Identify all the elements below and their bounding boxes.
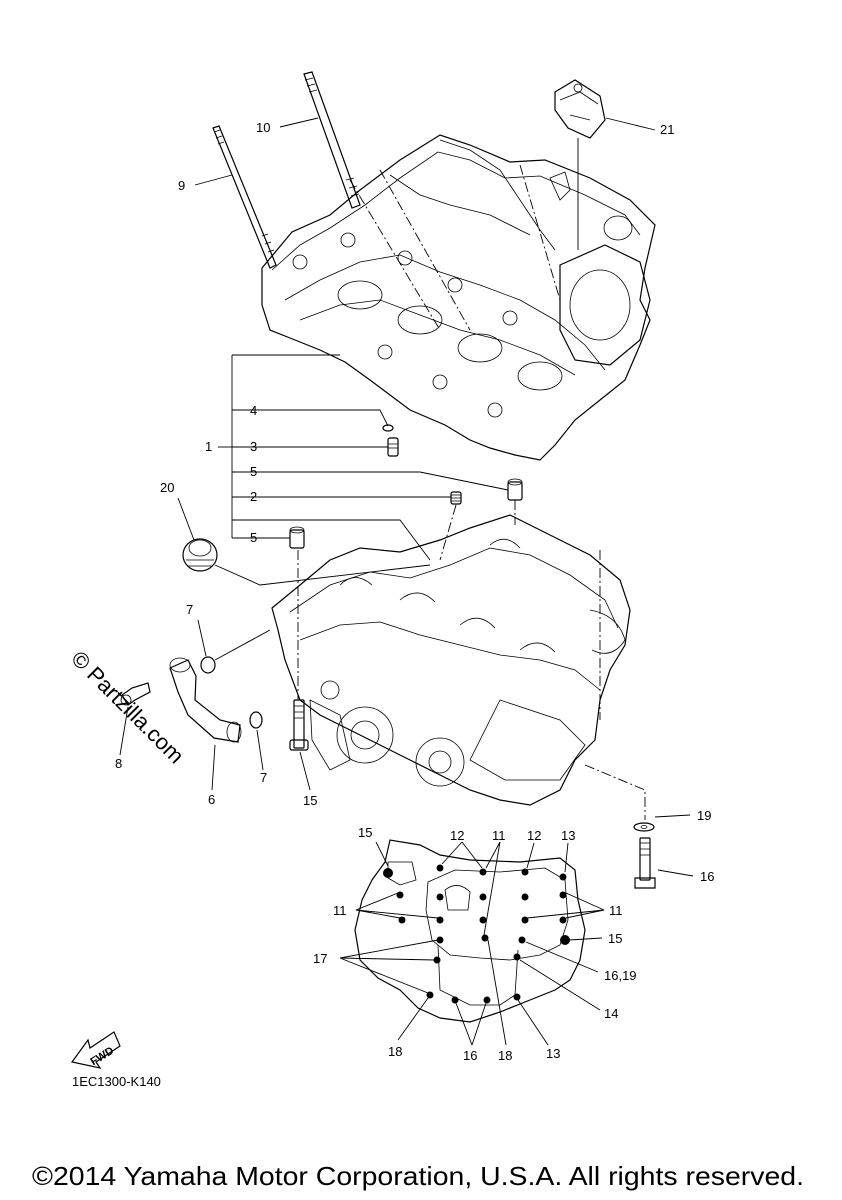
partzilla-watermark: © Partzilla.com <box>66 646 189 769</box>
dowel-5-lower <box>289 526 305 549</box>
dowel-2 <box>450 491 462 505</box>
callout-5-lower: 5 <box>250 530 257 545</box>
callout-20: 20 <box>160 480 174 495</box>
callout-15-bottom-right: 15 <box>608 931 622 946</box>
lower-crankcase <box>271 514 631 806</box>
callout-16-bottom: 16 <box>463 1048 477 1063</box>
callout-7-upper: 7 <box>186 602 193 617</box>
callout-8: 8 <box>115 756 122 771</box>
callout-13-top: 13 <box>561 828 575 843</box>
washer-19 <box>633 822 655 832</box>
callout-21: 21 <box>660 122 674 137</box>
callout-16-19: 16,19 <box>604 968 637 983</box>
stud-bolt-9 <box>212 125 277 269</box>
callout-labels: 1 2 3 4 5 5 6 7 7 8 9 10 20 21 15 19 16 … <box>115 120 714 1063</box>
cover-21 <box>554 79 606 139</box>
callout-12-right: 12 <box>527 828 541 843</box>
callout-5-upper: 5 <box>250 464 257 479</box>
callout-1: 1 <box>205 439 212 454</box>
crankcase-bottom-view <box>354 839 586 1023</box>
bolt-15-right <box>560 935 570 945</box>
callout-11-left: 11 <box>333 903 347 918</box>
callout-7-lower: 7 <box>260 770 267 785</box>
fwd-arrow-icon: FWD <box>70 1031 121 1069</box>
callout-15-bottom-left: 15 <box>358 825 372 840</box>
leader-lines <box>119 117 694 1046</box>
callout-9: 9 <box>178 178 185 193</box>
copyright-text: ©2014 Yamaha Motor Corporation, U.S.A. A… <box>32 1161 804 1191</box>
upper-crankcase <box>261 134 656 461</box>
callout-2: 2 <box>250 489 257 504</box>
callout-11-right: 11 <box>609 903 623 918</box>
callout-13-bottom: 13 <box>546 1046 560 1061</box>
o-ring-7-lower <box>249 711 263 729</box>
bolt-15 <box>289 699 309 751</box>
bolt-16 <box>634 837 656 889</box>
bolt-15-left <box>383 868 393 878</box>
callout-10: 10 <box>256 120 270 135</box>
callout-17: 17 <box>313 951 327 966</box>
callout-19: 19 <box>697 808 711 823</box>
plug-20 <box>182 538 218 572</box>
svg-text:FWD: FWD <box>88 1045 116 1068</box>
diagram-code: 1EC1300-K140 <box>72 1074 161 1089</box>
callout-3: 3 <box>250 439 257 454</box>
pin-3 <box>387 437 399 457</box>
callout-4: 4 <box>250 403 257 418</box>
callout-15-upper: 15 <box>303 793 317 808</box>
callout-18-right: 18 <box>498 1048 512 1063</box>
callout-16-upper: 16 <box>700 869 714 884</box>
callout-14: 14 <box>604 1006 618 1021</box>
callout-18-left: 18 <box>388 1044 402 1059</box>
dowel-5-upper <box>507 478 523 501</box>
stud-bolt-10 <box>303 71 361 209</box>
callout-11-top: 11 <box>492 828 506 843</box>
callout-6: 6 <box>208 792 215 807</box>
o-ring-7-upper <box>200 656 216 674</box>
callout-12-left: 12 <box>450 828 464 843</box>
bolt-8 <box>120 682 151 706</box>
pipe-6 <box>169 657 242 743</box>
